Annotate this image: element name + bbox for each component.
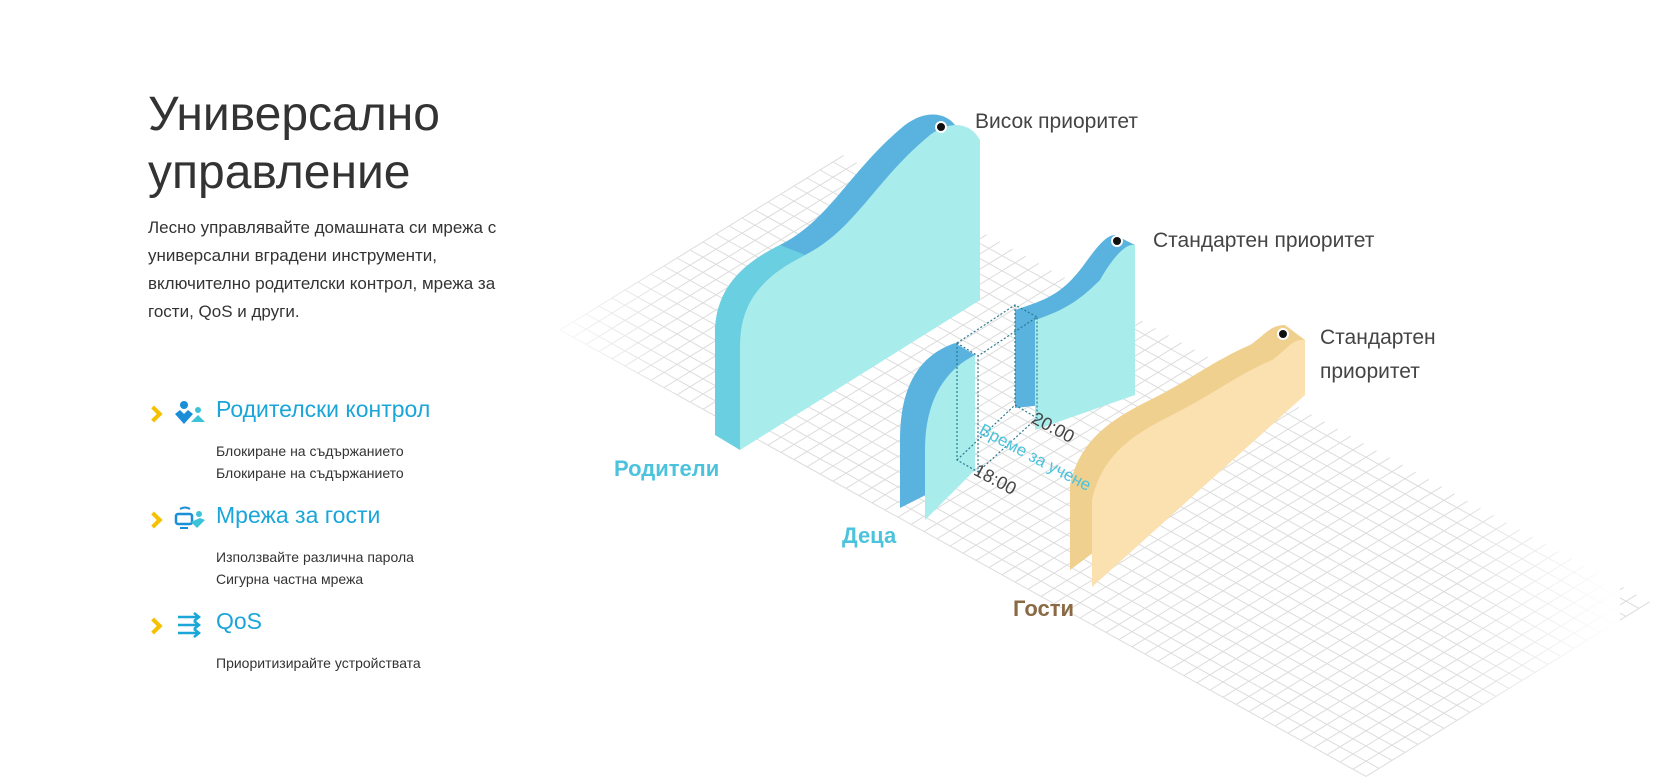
feature-name: Родителски контрол xyxy=(216,396,431,422)
guests-label: Гости xyxy=(1013,596,1075,621)
parents-label: Родители xyxy=(614,456,720,481)
title-line-2: управление xyxy=(148,146,411,199)
standard-priority-label: Стандартен приоритет xyxy=(1153,229,1375,252)
feature-details: Приоритизирайте устройствата xyxy=(216,655,421,671)
description: Лесно управлявайте домашната си мрежа с … xyxy=(148,218,497,321)
feature-name: QoS xyxy=(216,608,263,634)
high-priority-label: Висок приоритет xyxy=(975,110,1139,133)
parental-control-icon xyxy=(175,401,205,424)
qos-icon xyxy=(178,612,202,638)
priority-markers xyxy=(935,121,1289,340)
title-line-1: Универсално xyxy=(148,88,440,141)
kids-label: Деца xyxy=(842,523,897,548)
feature-name: Мрежа за гости xyxy=(216,502,381,528)
guest-network-icon xyxy=(174,506,205,529)
